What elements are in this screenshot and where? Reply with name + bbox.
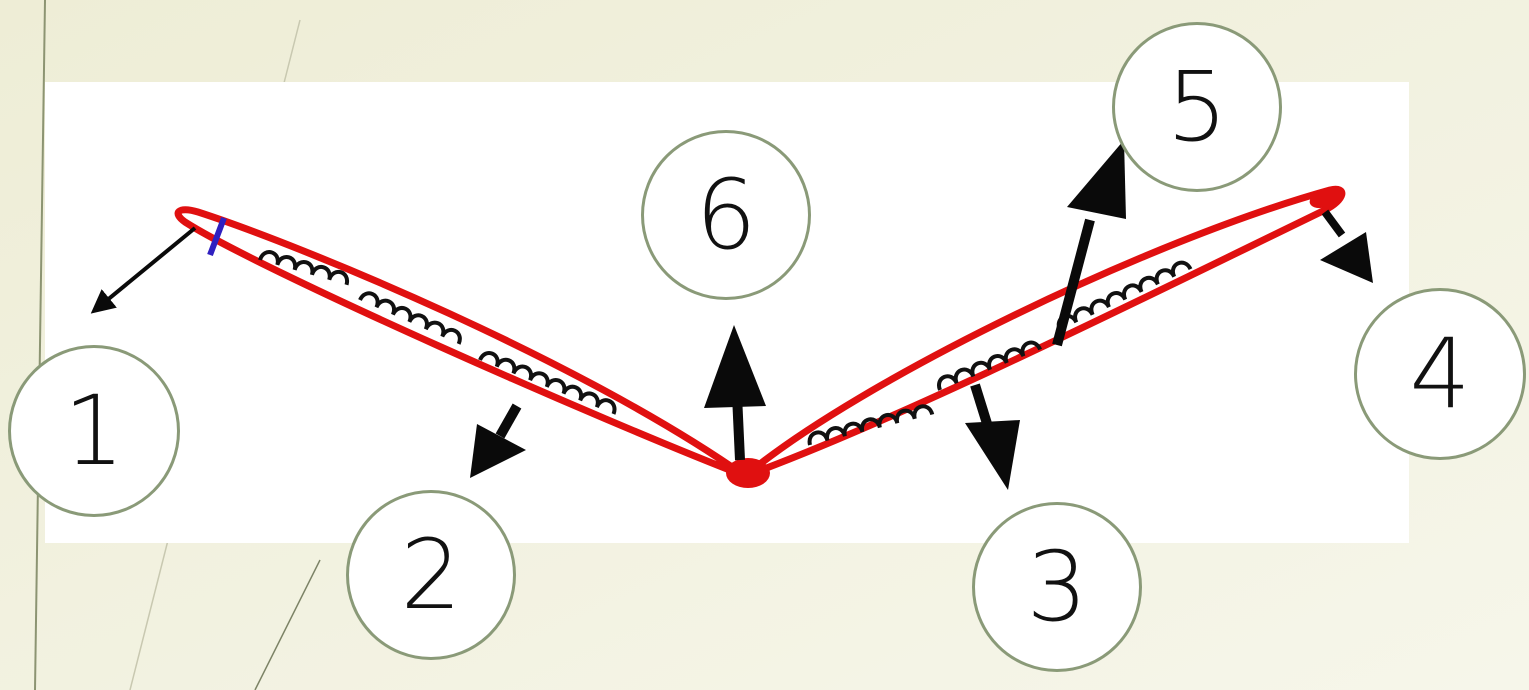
hinge-joint xyxy=(726,458,770,488)
left-coil xyxy=(358,291,462,345)
arrow-2-head xyxy=(470,424,526,478)
arrow-6-head xyxy=(704,325,766,408)
right-coil xyxy=(1056,260,1193,331)
callout-1-label: 1 xyxy=(63,375,125,487)
arrow-5-head xyxy=(1067,140,1126,219)
end-marker xyxy=(207,216,227,257)
right-outline xyxy=(741,185,1346,480)
arrow-5-shaft xyxy=(1052,218,1095,347)
callout-2: 2 xyxy=(346,490,516,660)
arrow-3-head xyxy=(965,420,1020,490)
callout-5: 5 xyxy=(1112,22,1282,192)
decor-line xyxy=(34,0,46,690)
callout-4-label: 4 xyxy=(1409,318,1471,430)
left-outline xyxy=(174,206,749,480)
right-coil xyxy=(807,404,935,446)
arrow-1 xyxy=(90,226,197,314)
left-coil xyxy=(478,351,617,415)
decor-line xyxy=(254,559,321,690)
callout-5-label: 5 xyxy=(1166,51,1228,163)
callout-6-label: 6 xyxy=(695,159,757,271)
callout-4: 4 xyxy=(1354,288,1526,460)
arrow-2-shaft xyxy=(495,403,522,439)
callout-6: 6 xyxy=(641,130,811,300)
arrow-4-head xyxy=(1320,232,1373,283)
callout-3: 3 xyxy=(972,502,1142,672)
tip-blob xyxy=(1309,187,1341,209)
callout-1: 1 xyxy=(8,345,180,517)
left-coil xyxy=(258,250,350,286)
callout-2-label: 2 xyxy=(400,519,462,631)
callout-3-label: 3 xyxy=(1026,531,1088,643)
arrow-4-shaft xyxy=(1321,209,1346,238)
right-coil xyxy=(937,340,1042,391)
